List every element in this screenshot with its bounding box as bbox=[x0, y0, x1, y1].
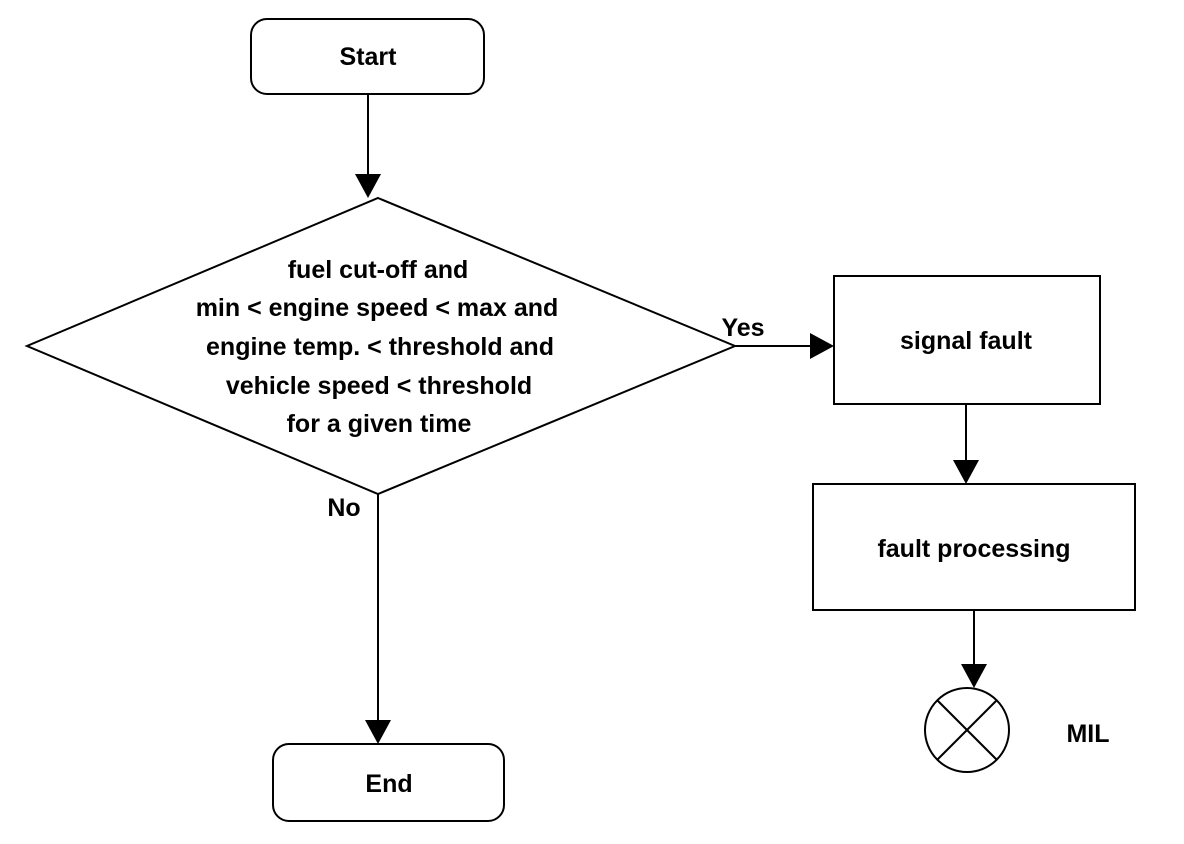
fault-processing-node: fault processing bbox=[812, 483, 1136, 611]
decision-line-1: fuel cut-off and bbox=[288, 256, 469, 284]
decision-node: fuel cut-off and min < engine speed < ma… bbox=[24, 196, 738, 496]
edge-no: No bbox=[327, 494, 391, 744]
edge-processing-to-mil bbox=[961, 610, 987, 688]
edge-yes: Yes bbox=[721, 314, 834, 359]
decision-line-5: for a given time bbox=[287, 410, 472, 438]
mil-label: MIL bbox=[1066, 720, 1109, 748]
edge-start-to-decision bbox=[355, 94, 381, 198]
start-node: Start bbox=[250, 18, 485, 95]
fault-processing-label: fault processing bbox=[877, 535, 1070, 563]
end-node: End bbox=[272, 743, 505, 822]
arrowhead-icon bbox=[355, 174, 381, 198]
no-label: No bbox=[327, 494, 360, 522]
arrowhead-icon bbox=[953, 460, 979, 484]
arrowhead-icon bbox=[810, 333, 834, 359]
indicator-lamp-icon bbox=[924, 687, 1010, 773]
arrowhead-icon bbox=[365, 720, 391, 744]
decision-line-2: min < engine speed < max and bbox=[196, 294, 559, 322]
start-label: Start bbox=[340, 43, 398, 71]
signal-fault-label: signal fault bbox=[900, 327, 1033, 355]
edge-signal-to-processing bbox=[953, 404, 979, 484]
yes-label: Yes bbox=[721, 314, 764, 342]
decision-line-4: vehicle speed < threshold bbox=[226, 372, 532, 400]
signal-fault-node: signal fault bbox=[833, 275, 1101, 405]
end-label: End bbox=[365, 770, 412, 798]
arrowhead-icon bbox=[961, 664, 987, 688]
decision-line-3: engine temp. < threshold and bbox=[206, 333, 554, 361]
